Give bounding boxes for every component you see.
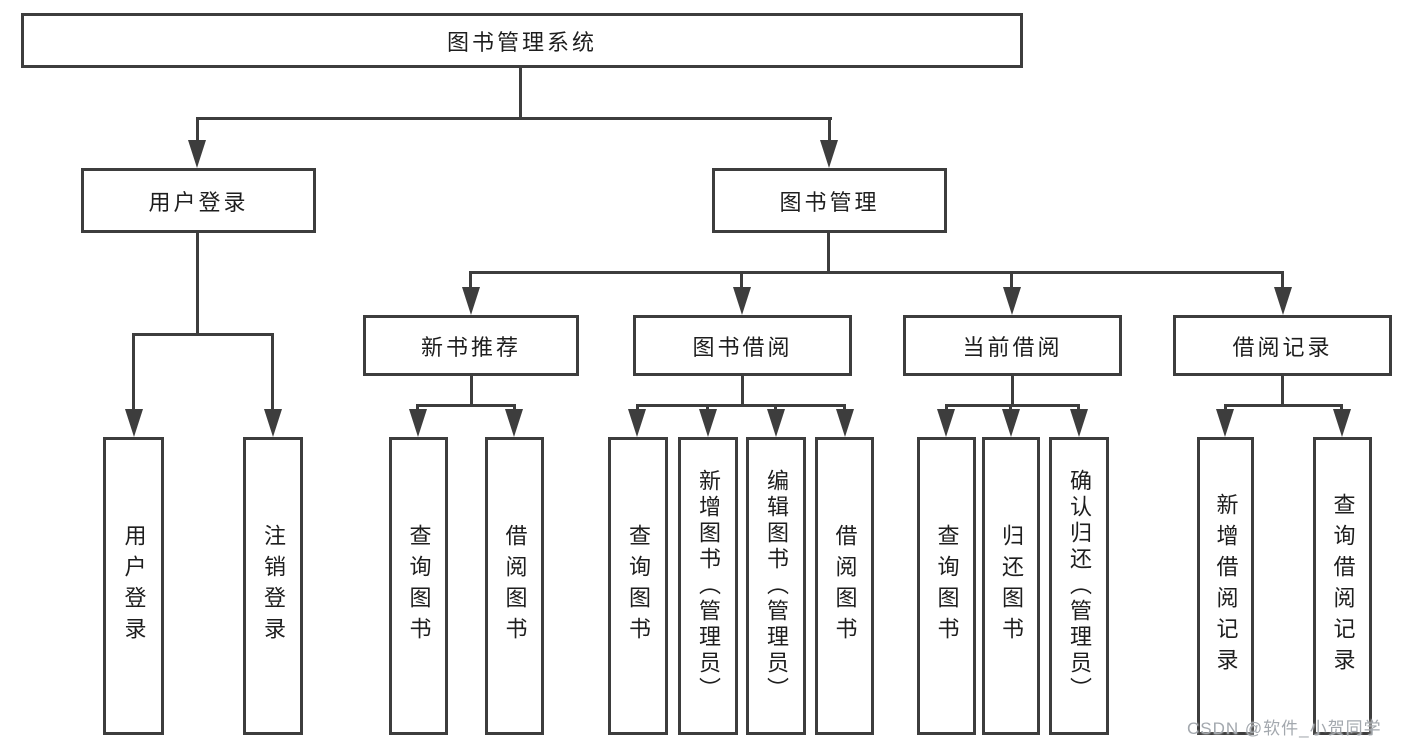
connector-line [827,233,830,274]
arrow-down-icon [1002,409,1020,437]
connector-line [1077,404,1080,413]
connector-line [470,271,1284,274]
connector-line [706,404,709,413]
connector-line [843,404,846,413]
leaf-label: 查询借阅记录 [1330,493,1356,679]
leaf-label: 借阅图书 [832,524,858,648]
node-label: 新书推荐 [420,334,521,360]
leaf-return-books: 归还图书 [982,437,1040,735]
connector-line [132,333,135,412]
node-label: 当前借阅 [962,334,1063,360]
connector-line [774,404,777,413]
connector-line [945,404,948,413]
leaf-label: 借阅图书 [502,524,528,648]
arrow-down-icon [505,409,523,437]
connector-line [416,404,419,413]
connector-line [1340,404,1343,413]
arrow-down-icon [462,287,480,315]
arrow-down-icon [937,409,955,437]
connector-line [469,271,472,289]
arrow-down-icon [628,409,646,437]
connector-line [196,117,199,143]
arrow-down-icon [699,409,717,437]
connector-line [1011,376,1014,407]
leaf-borrow-books-borrow: 借阅图书 [815,437,874,735]
leaf-edit-books-admin: 编辑图书（管理员） [746,437,806,735]
leaf-label: 查询图书 [934,524,960,648]
node-new-book-recommendation: 新书推荐 [363,315,579,376]
leaf-query-borrow-record: 查询借阅记录 [1313,437,1372,735]
arrow-down-icon [1333,409,1351,437]
connector-line [470,376,473,407]
leaf-confirm-return-admin: 确认归还（管理员） [1049,437,1109,735]
leaf-label: 新增借阅记录 [1213,493,1239,679]
leaf-label: 归还图书 [999,524,1024,648]
node-book-management: 图书管理 [712,168,947,233]
node-label: 借阅记录 [1232,334,1333,360]
node-label: 用户登录 [148,189,249,215]
node-borrowing-records: 借阅记录 [1173,315,1392,376]
leaf-label: 新增图书（管理员） [696,469,721,703]
leaf-query-books-current: 查询图书 [917,437,976,735]
arrow-down-icon [733,287,751,315]
connector-line [513,404,516,413]
connector-line [519,68,522,119]
connector-line [271,333,274,412]
connector-line [828,117,831,143]
leaf-label: 编辑图书（管理员） [764,469,789,703]
arrow-down-icon [264,409,282,437]
connector-line [636,404,846,407]
arrow-down-icon [125,409,143,437]
node-user-login: 用户登录 [81,168,316,233]
arrow-down-icon [1070,409,1088,437]
leaf-label: 注销登录 [261,524,286,648]
connector-line [1009,404,1012,413]
connector-line [945,404,1080,407]
leaf-query-books-recommend: 查询图书 [389,437,448,735]
arrow-down-icon [1216,409,1234,437]
arrow-down-icon [1003,287,1021,315]
leaf-query-books-borrow: 查询图书 [608,437,668,735]
connector-line [1281,271,1284,289]
leaf-add-books-admin: 新增图书（管理员） [678,437,738,735]
node-library-management-system: 图书管理系统 [21,13,1023,68]
node-label: 图书管理系统 [446,29,597,55]
connector-line [416,404,516,407]
connector-line [1010,271,1013,289]
leaf-user-login: 用户登录 [103,437,164,735]
leaf-borrow-books-recommend: 借阅图书 [485,437,544,735]
arrow-down-icon [1274,287,1292,315]
connector-line [741,376,744,407]
connector-line [1224,404,1343,407]
connector-line [196,117,832,120]
connector-line [196,233,199,336]
node-current-borrowing: 当前借阅 [903,315,1122,376]
csdn-watermark: CSDN @软件_小贺同学 [1187,719,1382,738]
leaf-label: 用户登录 [121,524,147,648]
connector-line [740,271,743,289]
arrow-down-icon [836,409,854,437]
connector-line [1281,376,1284,407]
leaf-add-borrow-record: 新增借阅记录 [1197,437,1254,735]
arrow-down-icon [820,140,838,168]
connector-line [1224,404,1227,413]
leaf-label: 查询图书 [626,524,651,648]
leaf-label: 确认归还（管理员） [1067,469,1092,703]
leaf-label: 查询图书 [406,524,432,648]
arrow-down-icon [767,409,785,437]
node-label: 图书管理 [779,189,880,215]
connector-line [636,404,639,413]
node-book-borrowing: 图书借阅 [633,315,852,376]
connector-line [133,333,274,336]
arrow-down-icon [188,140,206,168]
arrow-down-icon [409,409,427,437]
leaf-logout: 注销登录 [243,437,303,735]
node-label: 图书借阅 [692,334,793,360]
